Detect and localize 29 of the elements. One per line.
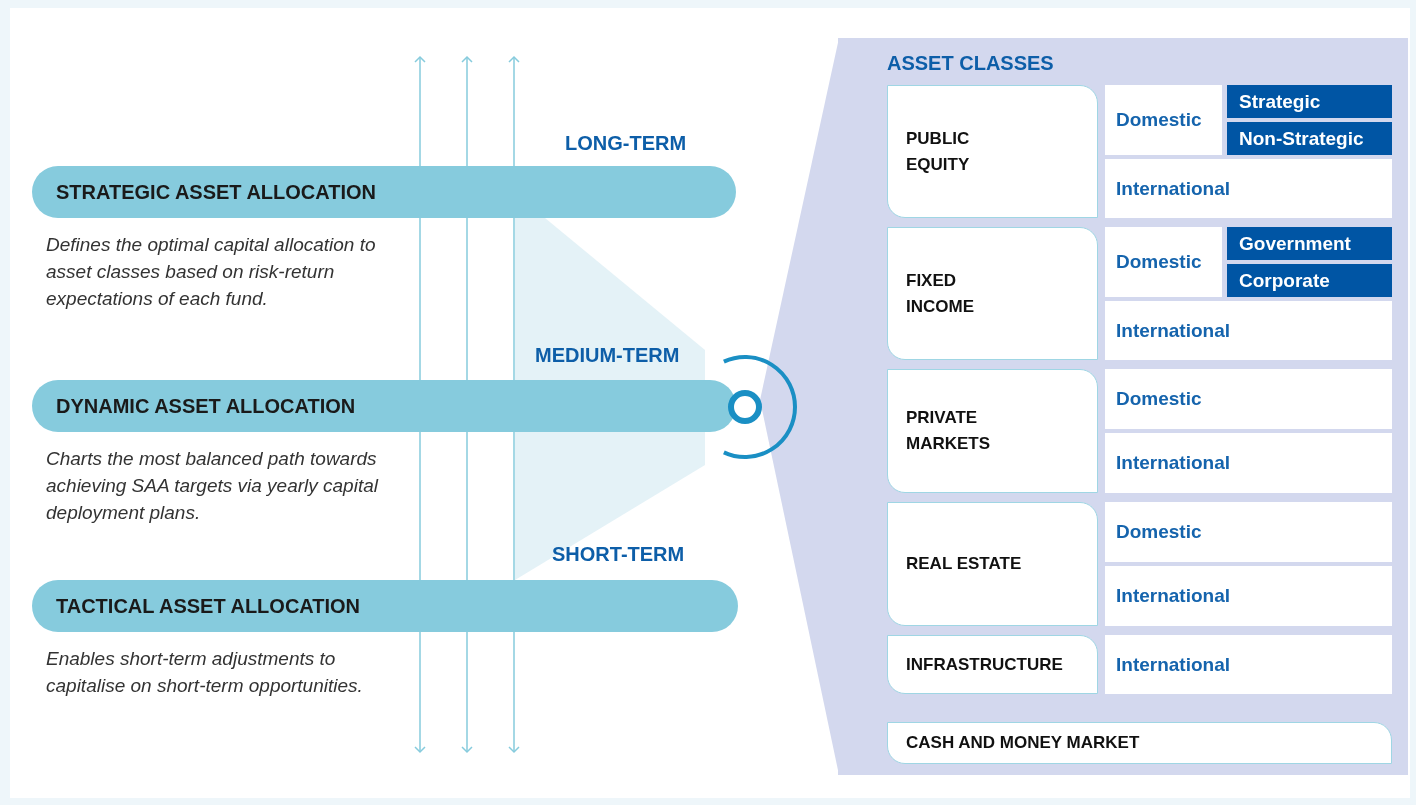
- allocation-bar: TACTICAL ASSET ALLOCATION: [32, 580, 738, 632]
- subcategory-box: Corporate: [1227, 264, 1392, 297]
- region-box: Domestic: [1105, 502, 1392, 562]
- description-text: Charts the most balanced path towards achieving SAA targets via yearly capital deployment plans.: [46, 447, 380, 525]
- region-box: Domestic: [1105, 85, 1222, 155]
- region-box: Domestic: [1105, 227, 1222, 297]
- subcategory-box: Non-Strategic: [1227, 122, 1392, 155]
- allocation-bar: DYNAMIC ASSET ALLOCATION: [32, 380, 736, 432]
- region-box: International: [1105, 566, 1392, 626]
- asset-class-box: FIXED INCOME: [887, 227, 1098, 360]
- asset-class-box: REAL ESTATE: [887, 502, 1098, 626]
- asset-class-box: INFRASTRUCTURE: [887, 635, 1098, 694]
- description-text: Enables short-term adjustments to capitalise on short-term opportunities.: [46, 647, 364, 698]
- horizon-label: SHORT-TERM: [552, 543, 685, 566]
- description-text: Defines the optimal capital allocation to asset classes based on risk-return expectations of each fund.: [46, 233, 377, 311]
- horizon-label: LONG-TERM: [565, 132, 687, 155]
- region-box: International: [1105, 635, 1392, 694]
- region-box: International: [1105, 159, 1392, 218]
- asset-class-box: PUBLIC EQUITY: [887, 85, 1098, 218]
- region-box: International: [1105, 301, 1392, 360]
- region-box: Domestic: [1105, 369, 1392, 429]
- region-box: International: [1105, 433, 1392, 493]
- subcategory-box: Strategic: [1227, 85, 1392, 118]
- horizon-label: MEDIUM-TERM: [535, 344, 680, 367]
- asset-class-box: PRIVATE MARKETS: [887, 369, 1098, 493]
- allocation-bar: STRATEGIC ASSET ALLOCATION: [32, 166, 736, 218]
- section-heading: ASSET CLASSES: [887, 52, 1054, 75]
- subcategory-box: Government: [1227, 227, 1392, 260]
- asset-class-box: CASH AND MONEY MARKET: [887, 722, 1392, 764]
